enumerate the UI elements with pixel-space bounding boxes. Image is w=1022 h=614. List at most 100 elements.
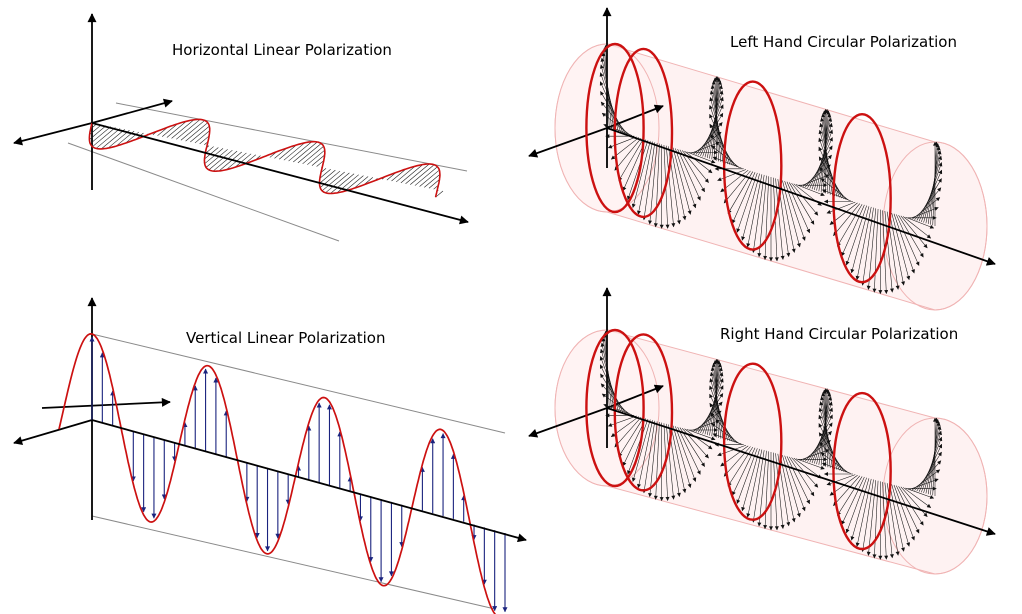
lhcp-vector	[763, 176, 769, 261]
lhcp-vector	[741, 173, 760, 241]
rhcp-vector	[686, 429, 716, 441]
hlp-vector	[321, 171, 345, 192]
hlp-vector	[218, 151, 242, 172]
hlp-vector	[279, 144, 297, 160]
lhcp-vector	[670, 147, 687, 221]
rhcp-vector	[653, 422, 660, 500]
rhcp-vector	[712, 433, 742, 445]
lhcp-vector	[833, 203, 861, 236]
lhcp-vector	[925, 150, 942, 224]
lhcp-vector	[684, 150, 713, 174]
hlp-vector	[391, 168, 407, 182]
vlp-depth-axis	[41, 397, 171, 409]
hlp-vector	[190, 125, 210, 143]
rhcp-vector	[818, 414, 840, 471]
lhcp-vector	[818, 137, 840, 198]
hlp-guide-front	[67, 142, 340, 242]
rhcp-vector	[627, 418, 649, 475]
hlp-wave	[88, 118, 441, 198]
rhcp-vector	[684, 428, 713, 450]
rhcp-vector	[614, 416, 642, 448]
rhcp-vector	[670, 425, 687, 494]
hlp-vector	[316, 160, 324, 167]
vlp-guide-top	[91, 333, 506, 434]
lhcp-vector	[932, 141, 939, 226]
rhcp-vector	[841, 476, 865, 525]
rhcp-vector	[706, 366, 723, 435]
lhcp-vector	[788, 182, 815, 225]
rhcp-vector	[607, 415, 637, 427]
lhcp-vector	[627, 140, 649, 201]
lhcp-vector	[900, 215, 928, 249]
rhcp-vector	[845, 477, 867, 534]
hlp-vector	[307, 149, 325, 165]
lhcp-panel	[528, 7, 996, 311]
rhcp-vector	[788, 456, 815, 497]
vlp-wave	[58, 333, 497, 614]
hlp-vector	[166, 121, 187, 138]
lhcp-ring	[832, 113, 892, 284]
lhcp-vector	[648, 142, 658, 225]
rhcp-horizontal-axis	[528, 407, 608, 438]
rhcp-vector	[896, 485, 920, 534]
rhcp-vector	[861, 479, 874, 552]
lhcp-vector	[850, 206, 870, 274]
vertical-linear-title: Vertical Linear Polarization	[186, 329, 386, 347]
hlp-vector	[424, 174, 441, 188]
hlp-vector	[302, 146, 324, 165]
lhcp-vector	[816, 117, 833, 191]
rhcp-vector	[905, 487, 935, 499]
lhcp-vector	[896, 214, 920, 266]
lhcp-vector	[902, 216, 932, 239]
lhcp-vector	[821, 189, 851, 202]
lhcp-vector	[751, 174, 765, 253]
rhcp-vector	[677, 426, 701, 475]
hlp-vector	[311, 154, 325, 166]
lhcp-vector	[837, 204, 863, 247]
rhcp-vector	[795, 458, 825, 470]
rhcp-vector	[741, 448, 760, 512]
lhcp-vector	[889, 212, 906, 286]
rhcp-vector	[746, 449, 763, 518]
vlp-guide-bottom	[91, 515, 496, 610]
lhcp-vector	[898, 214, 924, 258]
lhcp-vector	[631, 140, 651, 208]
lhcp-vector	[930, 143, 940, 225]
rhcp-vector	[891, 484, 911, 547]
hlp-guide-back	[115, 102, 468, 172]
rhcp-vector	[898, 486, 924, 526]
lhcp-vector	[782, 180, 801, 248]
hlp-vector	[90, 126, 111, 144]
rhcp-vector	[618, 417, 644, 458]
hlp-vector	[297, 143, 322, 164]
lhcp-vector	[731, 172, 756, 224]
hlp-vector	[176, 119, 201, 140]
lhcp-front-ring	[585, 42, 645, 214]
lhcp-vector	[679, 149, 705, 193]
hlp-vector	[244, 154, 256, 165]
rhcp-vector	[932, 417, 939, 496]
rhcp-ring	[613, 333, 674, 492]
hlp-vector	[330, 173, 355, 194]
lhcp-vector	[927, 145, 941, 224]
hlp-vector	[107, 130, 130, 149]
hlp-vector	[180, 120, 205, 141]
rhcp-vector	[751, 450, 765, 523]
rhcp-vector	[637, 420, 653, 489]
lhcp-vector	[599, 72, 621, 133]
lhcp-vector	[775, 178, 785, 260]
rhcp-vector	[775, 453, 785, 529]
hlp-vector	[336, 174, 359, 194]
lhcp-vector	[709, 104, 731, 165]
hlp-vector	[319, 169, 331, 179]
rhcp-vector	[763, 451, 769, 530]
lhcp-vector	[677, 148, 701, 201]
rhcp-vector	[675, 426, 697, 482]
hlp-vector	[405, 163, 430, 184]
hlp-vector	[92, 127, 116, 147]
rhcp-vector	[709, 385, 731, 442]
rhcp-vector	[925, 425, 942, 494]
rhcp-vector	[816, 396, 833, 465]
hlp-vector	[396, 166, 416, 183]
